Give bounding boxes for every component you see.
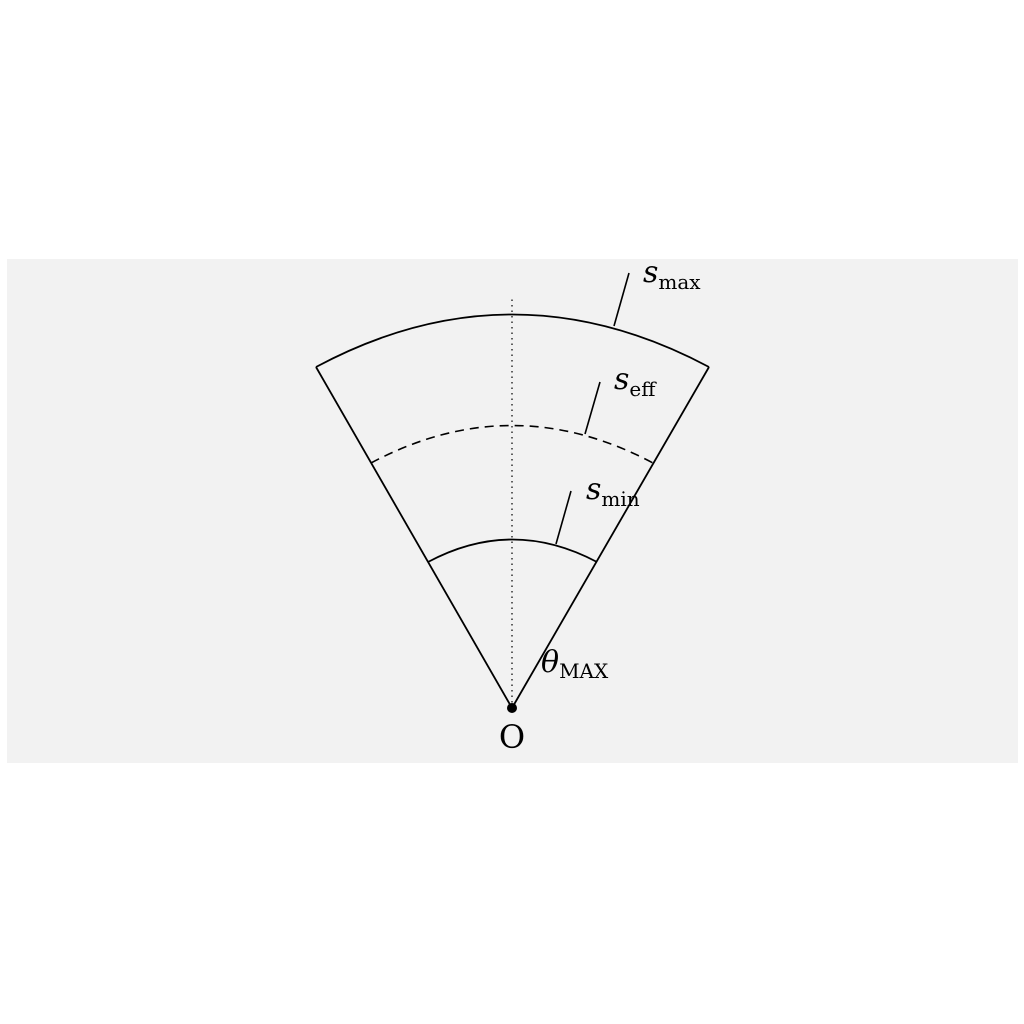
left-edge (315, 366, 513, 709)
label-theta-max: θMAX (541, 645, 609, 683)
leader-smax (613, 272, 630, 327)
leader-seff (584, 381, 601, 435)
arc-smax (315, 313, 710, 368)
label-smax: smax (643, 255, 701, 294)
label-smin: smin (586, 472, 640, 511)
origin-label: O (499, 718, 525, 756)
origin-point (507, 703, 517, 713)
leader-smin (555, 490, 572, 545)
label-seff: seff (614, 362, 657, 401)
arc-smin (427, 538, 598, 563)
right-edge (511, 366, 710, 709)
diagram-panel (7, 259, 1018, 763)
